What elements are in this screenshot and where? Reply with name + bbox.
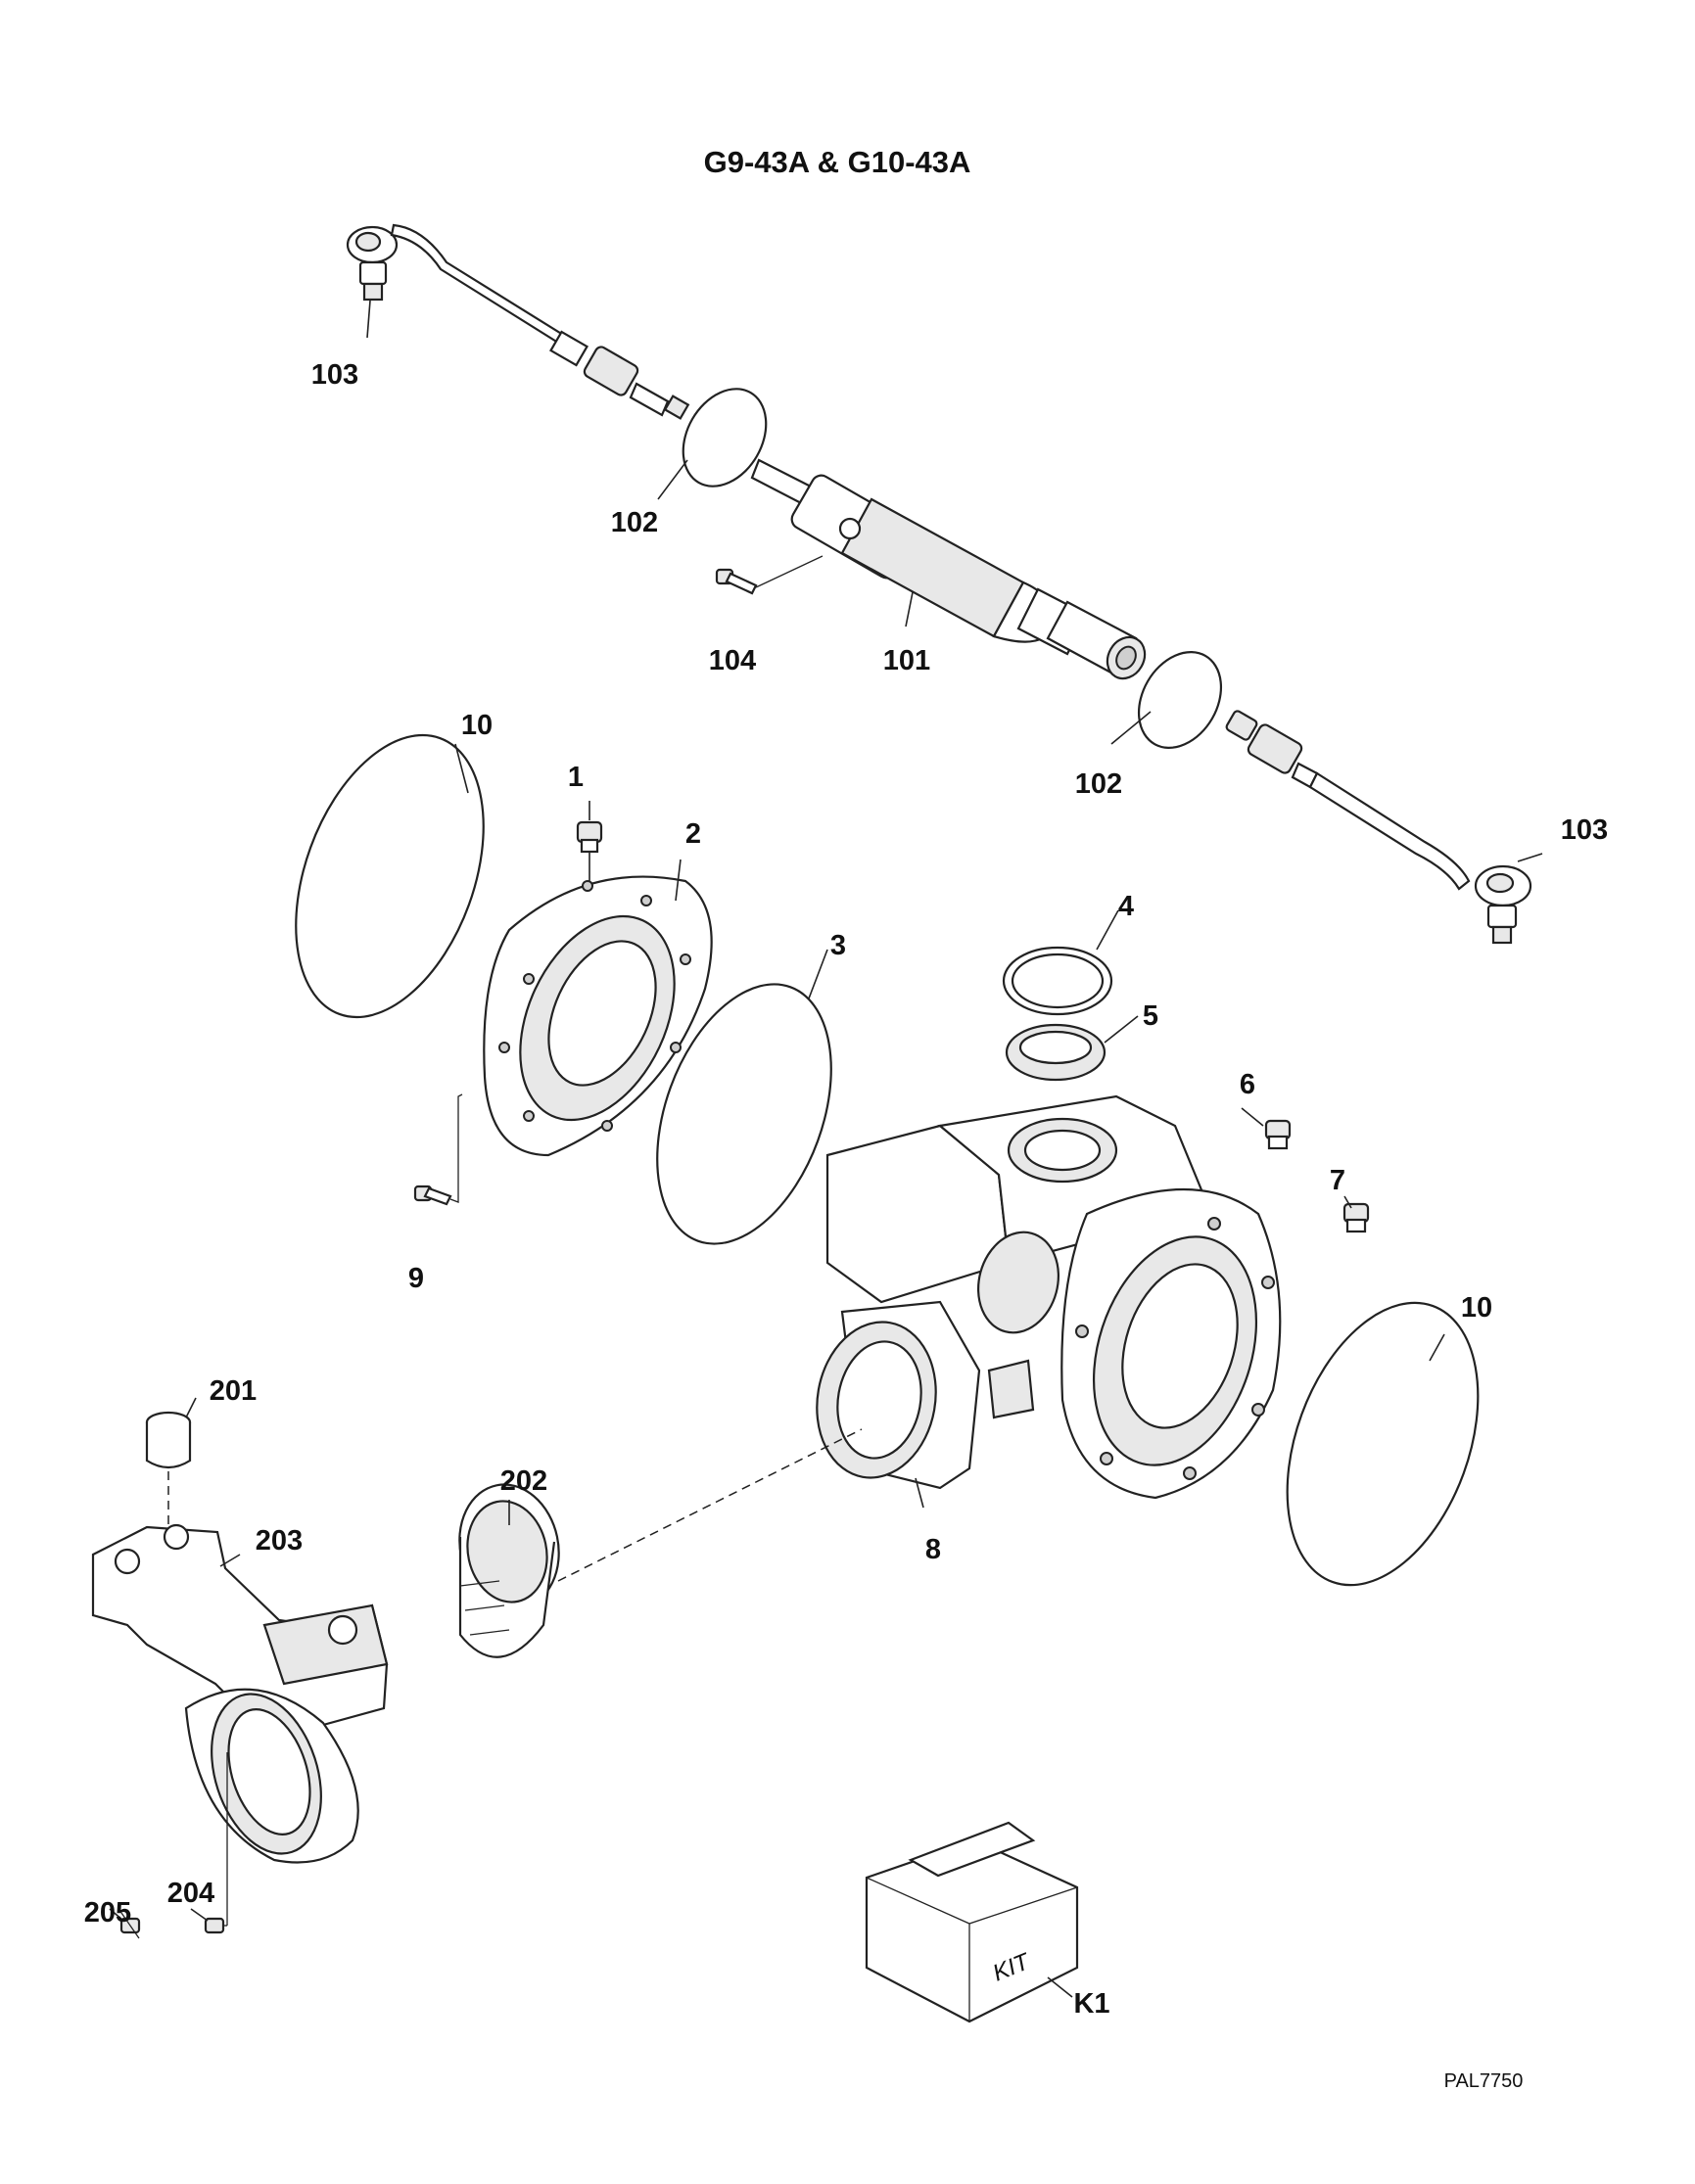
callout-10-left: 10 — [461, 710, 493, 741]
screw-9 — [413, 1093, 463, 1206]
callout-103-left: 103 — [311, 359, 358, 391]
drawing-code: PAL7750 — [1444, 2070, 1524, 2092]
seal-ring-upper — [682, 388, 768, 488]
leader-lines — [109, 300, 1543, 1998]
seal-10-left — [295, 733, 485, 1019]
callout-104: 104 — [709, 645, 756, 676]
callout-k1: K1 — [1073, 1988, 1109, 2020]
callout-5: 5 — [1143, 1000, 1158, 1032]
callout-2: 2 — [685, 818, 701, 850]
sleeve-202 — [458, 1428, 863, 1658]
callout-205: 205 — [84, 1897, 131, 1928]
yoke-203 — [91, 1523, 389, 1864]
plug-6 — [1264, 1119, 1292, 1150]
callout-202: 202 — [500, 1465, 547, 1497]
cylinder-bolt — [715, 555, 824, 595]
callout-1: 1 — [568, 762, 584, 793]
snap-ring-4 — [1002, 946, 1113, 1016]
callout-6: 6 — [1240, 1069, 1255, 1100]
diagram-title: G9-43A & G10-43A — [704, 145, 971, 179]
callout-204: 204 — [167, 1878, 214, 1909]
callout-7: 7 — [1330, 1165, 1345, 1196]
callout-8: 8 — [925, 1534, 941, 1565]
steering-cylinder — [750, 458, 1147, 680]
tie-rod-end-left — [346, 223, 690, 420]
callout-102-lower: 102 — [1075, 768, 1122, 800]
callout-10-right: 10 — [1461, 1292, 1492, 1324]
callout-3: 3 — [830, 930, 846, 961]
seal-3 — [656, 983, 832, 1245]
callout-102-upper: 102 — [611, 507, 658, 538]
knuckle-housing-8 — [816, 1094, 1282, 1500]
bushing-201 — [145, 1411, 192, 1532]
seal-ring-lower — [1137, 651, 1223, 749]
callout-103-right: 103 — [1561, 814, 1608, 846]
callout-4: 4 — [1118, 891, 1134, 922]
fitting-205 — [119, 1912, 141, 1939]
fitting-204 — [204, 1752, 228, 1934]
kit-box: KIT — [865, 1821, 1079, 2023]
callout-101: 101 — [883, 645, 930, 676]
plug-disc-5 — [1005, 1023, 1106, 1082]
callout-201: 201 — [210, 1375, 257, 1407]
breather-1 — [576, 820, 603, 886]
tie-rod-end-right — [1225, 710, 1532, 945]
flange-cover-2 — [483, 875, 713, 1157]
callout-203: 203 — [256, 1525, 303, 1557]
callout-9: 9 — [408, 1263, 424, 1294]
plug-7 — [1342, 1202, 1370, 1233]
seal-10-right — [1286, 1301, 1480, 1587]
